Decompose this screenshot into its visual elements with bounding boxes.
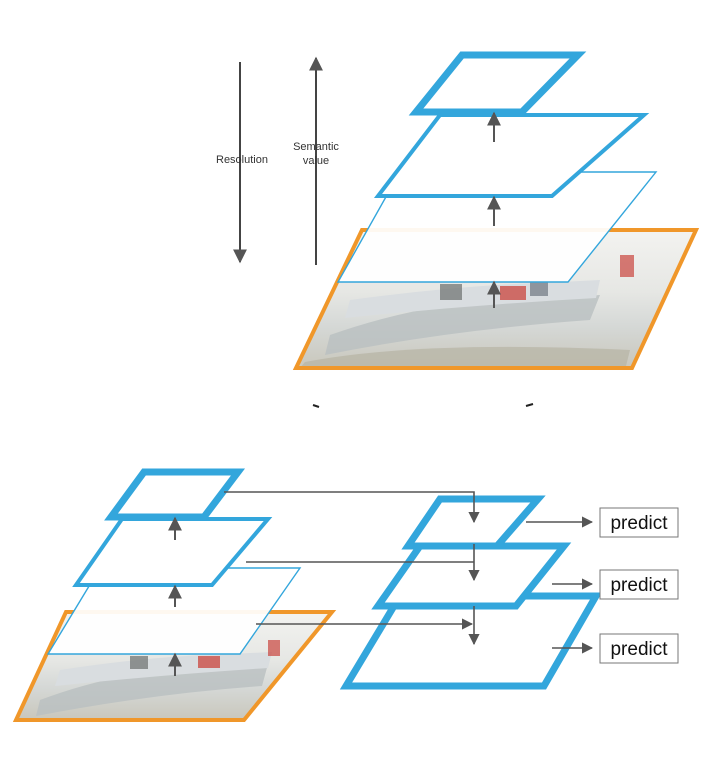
feature-map-level-2	[373, 113, 650, 198]
semantic-label-line1: Semantic	[293, 141, 339, 153]
divider-tick-left	[312, 404, 320, 408]
predict-box-1: predict	[599, 507, 679, 538]
bottomup-level-1	[46, 567, 302, 655]
semantic-label-line2: value	[303, 155, 329, 167]
predict-box-2: predict	[599, 569, 679, 600]
lateral-connection-level-3	[224, 491, 480, 524]
predict-box-3: predict	[599, 633, 679, 664]
predict-label-2: predict	[610, 575, 668, 596]
bottom-diagram: predict predict predict	[12, 468, 679, 722]
predict-label-1: predict	[610, 513, 668, 534]
bottomup-level-3	[104, 468, 246, 521]
bottomup-level-2	[72, 517, 273, 587]
resolution-label: Resolution	[216, 154, 268, 166]
feature-map-level-3	[408, 51, 587, 116]
topdown-level-3	[401, 495, 546, 550]
top-diagram: Resolution Semantic value	[216, 51, 700, 408]
predict-label-3: predict	[610, 639, 668, 660]
divider-tick-right	[525, 403, 534, 407]
